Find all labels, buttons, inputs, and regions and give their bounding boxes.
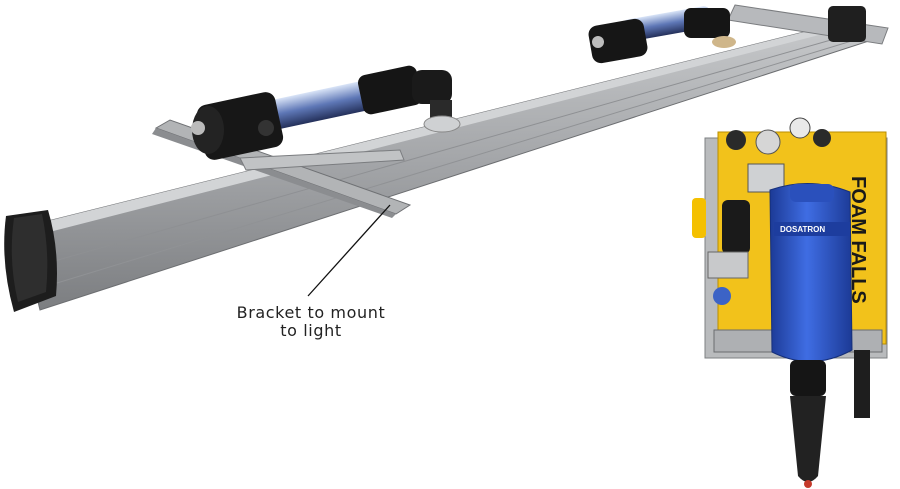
foam-falls-panel bbox=[692, 117, 888, 488]
callout-leader-line bbox=[307, 204, 391, 297]
callout-line-1: Bracket to mount bbox=[236, 303, 386, 322]
foam-falls-sign: FOAM FALLS bbox=[847, 176, 869, 304]
callout-line-2: to light bbox=[280, 321, 342, 340]
bracket-callout: Bracket to mount to light bbox=[222, 304, 400, 340]
end-cap-left bbox=[4, 210, 57, 312]
dosatron-brand-label: DOSATRON bbox=[780, 225, 825, 234]
nozzle-assembly-right bbox=[588, 6, 736, 64]
nozzle-assembly-left bbox=[191, 65, 461, 160]
end-cap-right bbox=[828, 6, 866, 42]
